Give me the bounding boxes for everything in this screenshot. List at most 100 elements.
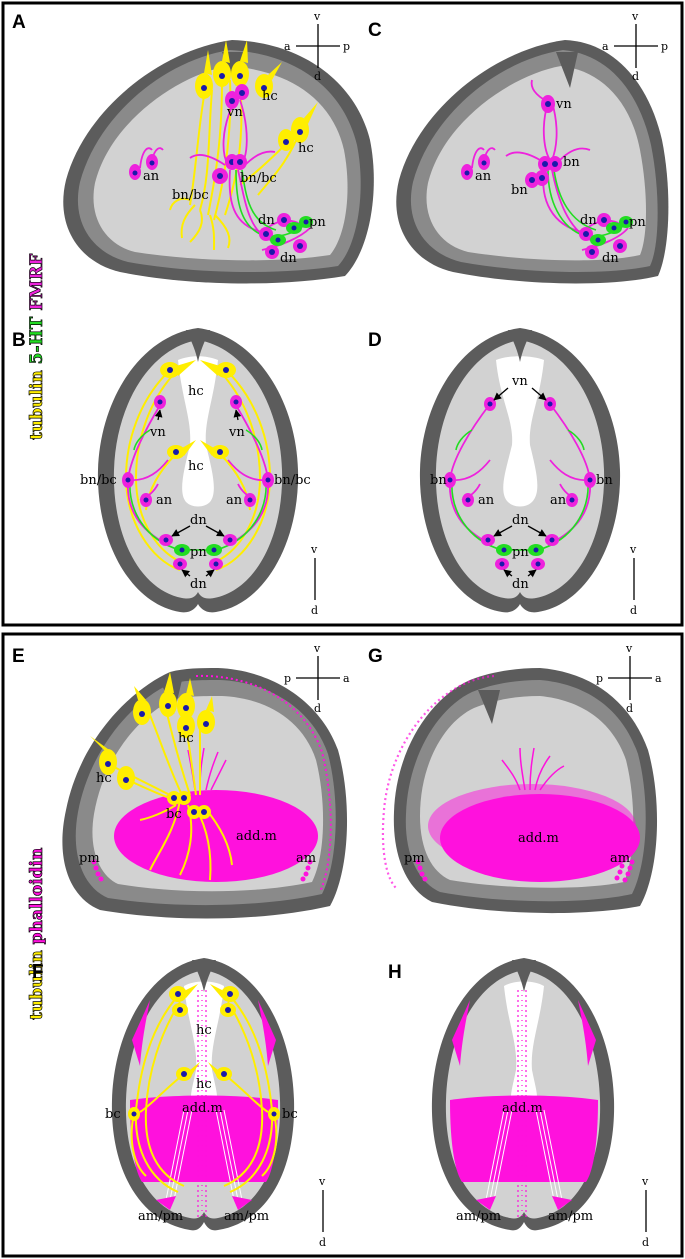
axis-indicator: v d <box>629 543 637 617</box>
hc-cells <box>160 360 236 459</box>
label-hc: hc <box>196 1077 212 1092</box>
svg-text:d: d <box>311 604 318 617</box>
svg-text:p: p <box>596 672 603 685</box>
svg-text:d: d <box>314 702 321 715</box>
panel-h-frontal-view: H add.m am/pm am/pm v d <box>388 958 649 1249</box>
label-dn: dn <box>190 577 207 592</box>
top-figure-frame <box>1 1 684 627</box>
svg-text:p: p <box>661 40 668 53</box>
label-bn: bn <box>596 473 613 488</box>
stomodeum <box>184 981 224 1109</box>
ventral-dots <box>517 990 527 1218</box>
label-bc: bc <box>282 1107 298 1122</box>
label-hc: hc <box>96 771 112 786</box>
svg-text:a: a <box>343 672 350 685</box>
panel-letter-h: H <box>388 962 402 983</box>
svg-text:d: d <box>642 1236 649 1249</box>
svg-text:d: d <box>632 70 639 83</box>
label-vn: vn <box>226 105 243 120</box>
label-pn: pn <box>629 215 646 230</box>
label-bn: bn <box>563 155 580 170</box>
apical-tuft <box>556 52 578 88</box>
apical-tuft <box>478 690 500 724</box>
stain-tubulin-label: tubulin <box>27 370 47 440</box>
serotonin-neurites <box>129 429 267 551</box>
anterior-muscle-band <box>578 1000 596 1066</box>
retractor-muscles <box>476 1196 572 1210</box>
label-am-pm: am/pm <box>456 1209 501 1224</box>
panel-letter-d: D <box>368 330 382 351</box>
svg-text:v: v <box>318 1175 326 1188</box>
label-bn: bn <box>511 183 528 198</box>
label-an: an <box>550 493 567 508</box>
fmrf-cells <box>444 397 596 570</box>
panel-e-lateral-view: E <box>12 642 350 919</box>
svg-text:d: d <box>630 604 637 617</box>
retractor-muscles <box>156 1196 252 1210</box>
panel-letter-g: G <box>368 646 383 667</box>
ventral-dots <box>197 990 207 1218</box>
label-add-m: add.m <box>518 831 559 846</box>
label-dn: dn <box>258 213 275 228</box>
svg-text:a: a <box>655 672 662 685</box>
phalloidin-shell-line <box>381 674 495 889</box>
panel-letter-a: A <box>12 12 26 33</box>
panel-b-frontal-view: B <box>12 328 318 617</box>
label-dn: dn <box>280 251 297 266</box>
panel-c-lateral-view: C <box>368 10 669 284</box>
svg-text:p: p <box>343 40 350 53</box>
svg-text:v: v <box>631 10 639 23</box>
pn-cells <box>174 544 222 556</box>
label-bn-bc: bn/bc <box>274 473 311 488</box>
pm-muscle-dots <box>91 859 104 882</box>
panel-d-frontal-view: D <box>368 328 637 617</box>
label-vn: vn <box>228 425 245 440</box>
svg-text:d: d <box>314 70 321 83</box>
label-pn: pn <box>309 215 326 230</box>
anterior-muscle-band <box>258 1000 276 1066</box>
panel-g-lateral-view: G add.m pm am v d p a <box>368 642 662 914</box>
shell-notch <box>186 330 210 362</box>
label-am-pm: am/pm <box>138 1209 183 1224</box>
svg-text:a: a <box>284 40 291 53</box>
label-dn: dn <box>512 513 529 528</box>
label-dn: dn <box>512 577 529 592</box>
label-bn-bc: bn/bc <box>80 473 117 488</box>
svg-text:v: v <box>313 642 321 655</box>
svg-text:v: v <box>641 1175 649 1188</box>
label-bc: bc <box>105 1107 121 1122</box>
panel-a-lateral-view: A <box>12 10 374 284</box>
adductor-muscle <box>130 1095 278 1182</box>
label-an: an <box>156 493 173 508</box>
pn-cells <box>270 216 313 246</box>
label-pn: pn <box>190 545 207 560</box>
svg-text:p: p <box>284 672 291 685</box>
stomodeum <box>504 981 544 1109</box>
label-add-m: add.m <box>502 1101 543 1116</box>
label-vn: vn <box>555 97 572 112</box>
label-pn: pn <box>512 545 529 560</box>
label-dn: dn <box>580 213 597 228</box>
label-an: an <box>478 493 495 508</box>
axis-compass: v d a p <box>284 10 350 83</box>
label-bn-bc: bn/bc <box>172 188 209 203</box>
axis-compass: v d p a <box>284 642 350 715</box>
bc-cells <box>128 1107 280 1121</box>
adductor-muscle <box>114 790 318 882</box>
pn-cells <box>496 544 544 556</box>
label-add-m: add.m <box>182 1101 223 1116</box>
panel-letter-c: C <box>368 20 382 41</box>
panel-f-frontal-view: F <box>32 958 326 1249</box>
label-add-m: add.m <box>236 829 277 844</box>
label-hc: hc <box>262 89 278 104</box>
label-an: an <box>226 493 243 508</box>
fmrf-cells <box>129 84 307 259</box>
hc-cells <box>195 40 318 151</box>
label-vn: vn <box>511 374 528 389</box>
shell-notch <box>192 960 216 992</box>
svg-text:d: d <box>319 1236 326 1249</box>
anterior-muscle-band <box>452 1000 470 1066</box>
larva-body <box>426 66 646 261</box>
label-bn-bc: bn/bc <box>240 171 277 186</box>
